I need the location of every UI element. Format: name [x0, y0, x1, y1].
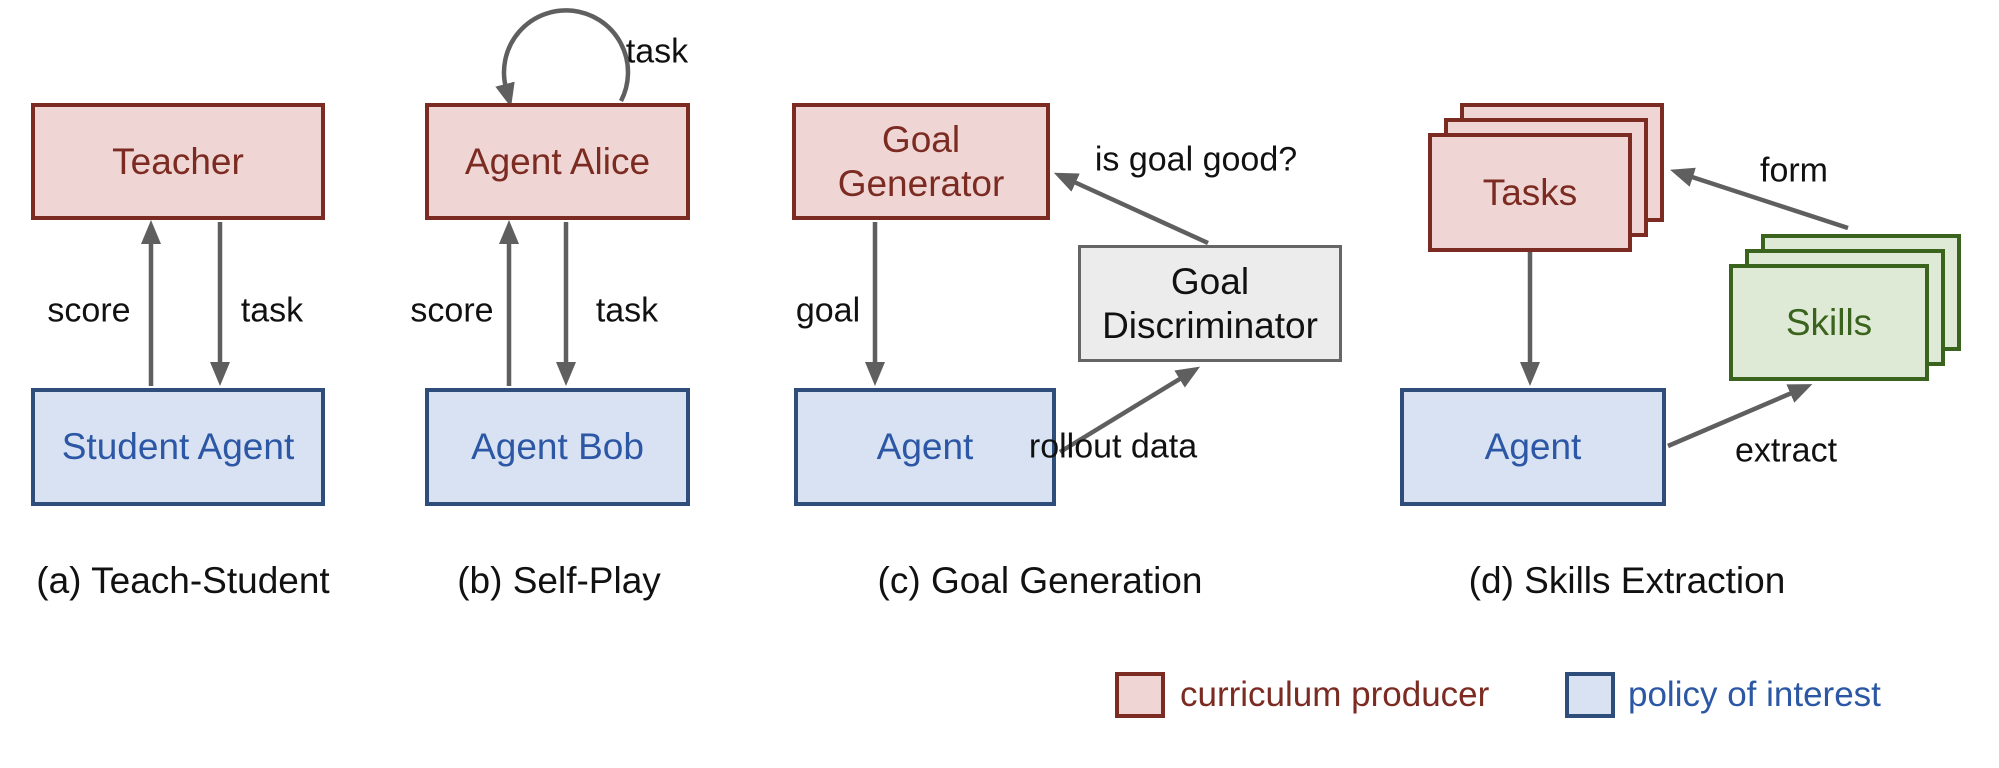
goal-discriminator-box: Goal Discriminator [1078, 245, 1342, 362]
score-label-a: score [47, 291, 131, 330]
agent-box-d: Agent [1400, 388, 1666, 506]
extract-arrow [1667, 384, 1813, 449]
caption-goal-generation: (c) Goal Generation [877, 560, 1203, 601]
extract-label: extract [1734, 431, 1838, 470]
caption-teach-student: (a) Teach-Student [36, 560, 330, 601]
score-label-b: score [410, 291, 494, 330]
caption-self-play: (b) Self-Play [457, 560, 661, 601]
rollout-data-label: rollout data [1028, 427, 1198, 466]
rollout-data-arrow [1058, 366, 1201, 454]
tasks-card-front: Tasks [1428, 133, 1632, 252]
teacher-box: Teacher [31, 103, 325, 220]
self-loop-task-label: task [625, 32, 689, 71]
caption-skills-extraction: (d) Skills Extraction [1468, 560, 1786, 601]
agent-alice-box: Agent Alice [425, 103, 690, 220]
policy-of-interest-label: policy of interest [1628, 675, 1881, 714]
goal-label: goal [795, 291, 861, 330]
task-label-a: task [240, 291, 304, 330]
goal-generator-box: Goal Generator [792, 103, 1050, 220]
student-agent-box: Student Agent [31, 388, 325, 506]
self-play-loop-arrow [495, 8, 631, 108]
curriculum-producer-label: curriculum producer [1180, 675, 1490, 714]
policy-of-interest-swatch [1565, 672, 1615, 718]
agent-box-c: Agent [794, 388, 1056, 506]
is-goal-good-arrow [1053, 172, 1209, 246]
form-label: form [1760, 151, 1828, 190]
form-arrow [1669, 167, 1849, 231]
skills-card-front: Skills [1729, 264, 1929, 381]
task-label-b: task [595, 291, 659, 330]
curriculum-producer-swatch [1115, 672, 1165, 718]
agent-bob-box: Agent Bob [425, 388, 690, 506]
is-goal-good-label: is goal good? [1094, 140, 1298, 179]
